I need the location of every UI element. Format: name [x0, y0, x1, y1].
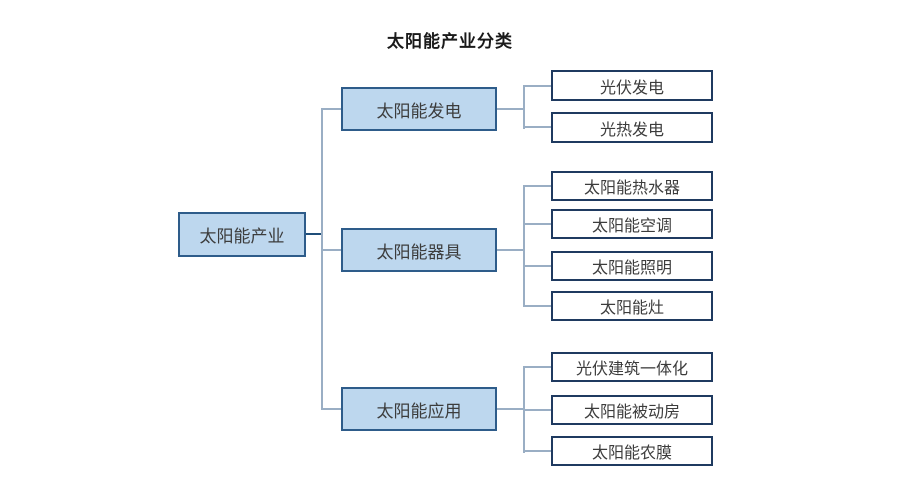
connector-root-stub	[306, 233, 323, 235]
connector-branch2-stub	[323, 249, 341, 251]
connector-leaf-water-heater	[525, 185, 551, 187]
leaf-node-solar-cooker: 太阳能灶	[551, 291, 713, 321]
connector-group1-stub	[497, 108, 524, 110]
connector-leaf-passive-house	[525, 409, 551, 411]
connector-leaf-bipv	[525, 366, 551, 368]
connector-group3-vertical	[523, 366, 525, 453]
leaf-node-bipv: 光伏建筑一体化	[551, 352, 713, 382]
connector-branch1-stub	[323, 108, 341, 110]
connector-leaf-thermal-power	[525, 126, 551, 128]
connector-leaf-air-conditioner	[525, 223, 551, 225]
branch-node-solar-appliances: 太阳能器具	[341, 228, 497, 272]
diagram-title: 太阳能产业分类	[387, 32, 513, 51]
leaf-node-solar-water-heater: 太阳能热水器	[551, 171, 713, 201]
connector-leaf-pv-power	[525, 85, 551, 87]
leaf-node-solar-passive-house: 太阳能被动房	[551, 395, 713, 425]
connector-branch3-stub	[323, 408, 341, 410]
connector-group1-vertical	[523, 85, 525, 129]
connector-leaf-agri-film	[525, 450, 551, 452]
root-node-solar-industry: 太阳能产业	[178, 212, 306, 257]
connector-group3-stub	[497, 408, 524, 410]
branch-node-solar-power-generation: 太阳能发电	[341, 87, 497, 131]
branch-node-solar-applications: 太阳能应用	[341, 387, 497, 431]
connector-group2-stub	[497, 249, 524, 251]
connector-group2-vertical	[523, 185, 525, 307]
leaf-node-solar-thermal-power: 光热发电	[551, 112, 713, 143]
leaf-node-solar-air-conditioner: 太阳能空调	[551, 209, 713, 239]
connector-leaf-cooker	[525, 305, 551, 307]
connector-level1-vertical	[321, 108, 323, 410]
leaf-node-solar-agricultural-film: 太阳能农膜	[551, 436, 713, 466]
leaf-node-pv-power: 光伏发电	[551, 70, 713, 101]
leaf-node-solar-lighting: 太阳能照明	[551, 251, 713, 281]
connector-leaf-lighting	[525, 265, 551, 267]
